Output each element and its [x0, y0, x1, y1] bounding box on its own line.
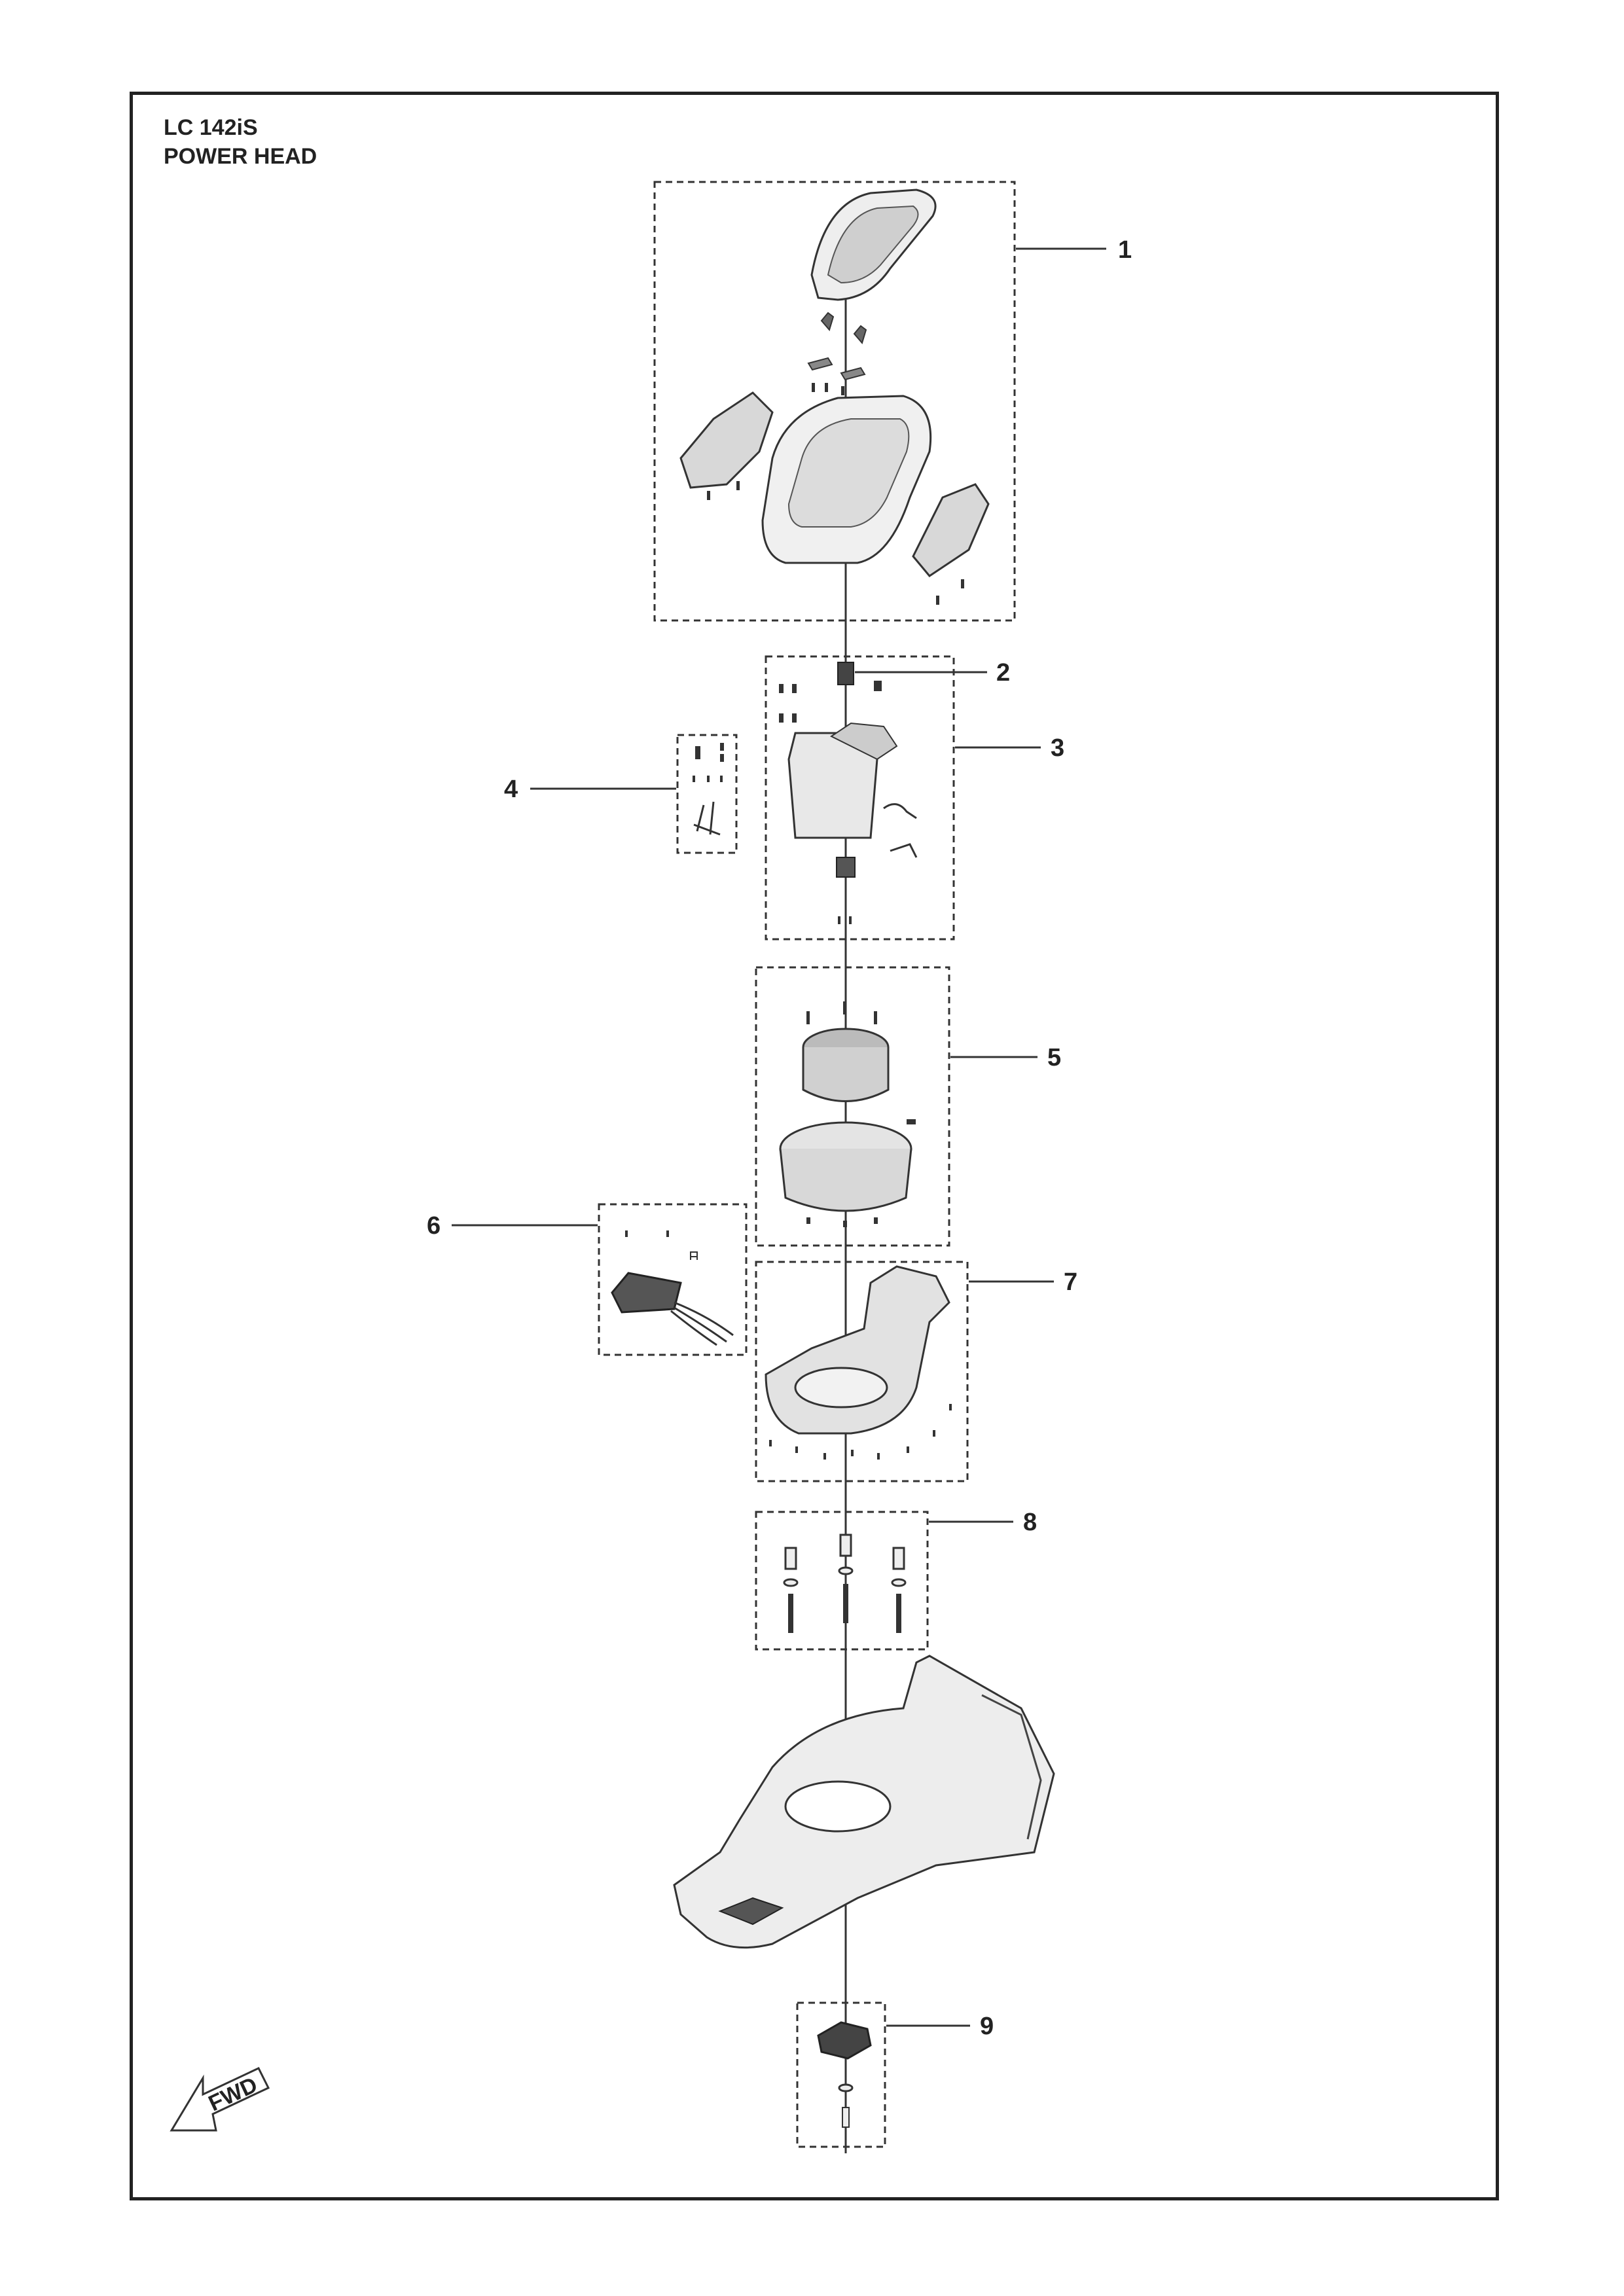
callout-9-label: 9: [980, 2013, 994, 2040]
controller-box-part: [611, 1272, 682, 1314]
housing-opening: [794, 1367, 888, 1408]
deck-opening: [784, 1780, 892, 1833]
callout-8-label: 8: [1023, 1509, 1037, 1536]
group-8-mounting-hardware[interactable]: 8: [755, 1509, 1037, 1651]
group-6-box: [598, 1203, 748, 1356]
clip-part: [690, 1251, 698, 1260]
group-2-switch[interactable]: 2: [837, 659, 1010, 687]
group-6-controller[interactable]: 6: [427, 1203, 748, 1356]
cover-frame-opening: [787, 418, 910, 528]
group-1-box: [653, 181, 1016, 622]
bracket-cap-part: [830, 722, 898, 761]
callout-2-label: 2: [996, 659, 1010, 687]
fwd-label: FWD: [205, 2072, 261, 2116]
motor-body-part: [802, 1047, 890, 1102]
clip-parts: [820, 312, 867, 345]
connector-part: [836, 857, 856, 878]
model-title: LC 142iS: [164, 115, 258, 140]
group-5-box: [755, 966, 950, 1247]
group-8-box: [755, 1511, 929, 1651]
callout-1-label: 1: [1118, 236, 1132, 264]
bolt-part: [842, 2107, 850, 2128]
group-4-box: [676, 734, 738, 854]
callout-3-label: 3: [1051, 734, 1064, 762]
latch-parts: [807, 357, 866, 381]
deck-control-panel: [718, 1897, 784, 1926]
callout-4-label: 4: [504, 776, 518, 803]
wire-part: [883, 803, 917, 819]
mower-deck: [673, 1655, 1055, 1949]
washer-part: [838, 2083, 854, 2092]
motor-mount-body: [779, 1148, 912, 1212]
group-5-motor[interactable]: 5: [755, 966, 1061, 1247]
callout-6-label: 6: [427, 1212, 441, 1240]
switch-part: [837, 662, 854, 685]
wire-harness-part: [693, 801, 721, 836]
group-4-small-parts[interactable]: 4: [504, 734, 738, 854]
group-1-top-cover[interactable]: 1: [653, 181, 1132, 622]
group-9-box: [796, 2001, 886, 2148]
forward-arrow-icon: FWD: [170, 2067, 270, 2132]
lid-window-part: [827, 205, 919, 284]
housing-body-part: [765, 1265, 950, 1435]
deck-rear-frame: [981, 1694, 1042, 1840]
cable-part: [890, 843, 918, 858]
group-3-box: [765, 655, 955, 941]
group-7-motor-housing[interactable]: 7: [755, 1261, 1077, 1482]
group-9-blade-adapter[interactable]: 9: [796, 2001, 994, 2148]
section-title: POWER HEAD: [164, 144, 317, 169]
callout-5-label: 5: [1047, 1044, 1061, 1071]
group-3-handle-bracket[interactable]: 3: [765, 655, 1064, 941]
callout-7-label: 7: [1064, 1268, 1077, 1296]
left-side-panel-part: [679, 391, 774, 489]
right-side-panel-part: [912, 483, 990, 577]
blade-adapter-part: [817, 2021, 872, 2060]
group-7-box: [755, 1261, 969, 1482]
controller-cable-part: [670, 1301, 734, 1346]
page-frame: [130, 92, 1499, 2200]
